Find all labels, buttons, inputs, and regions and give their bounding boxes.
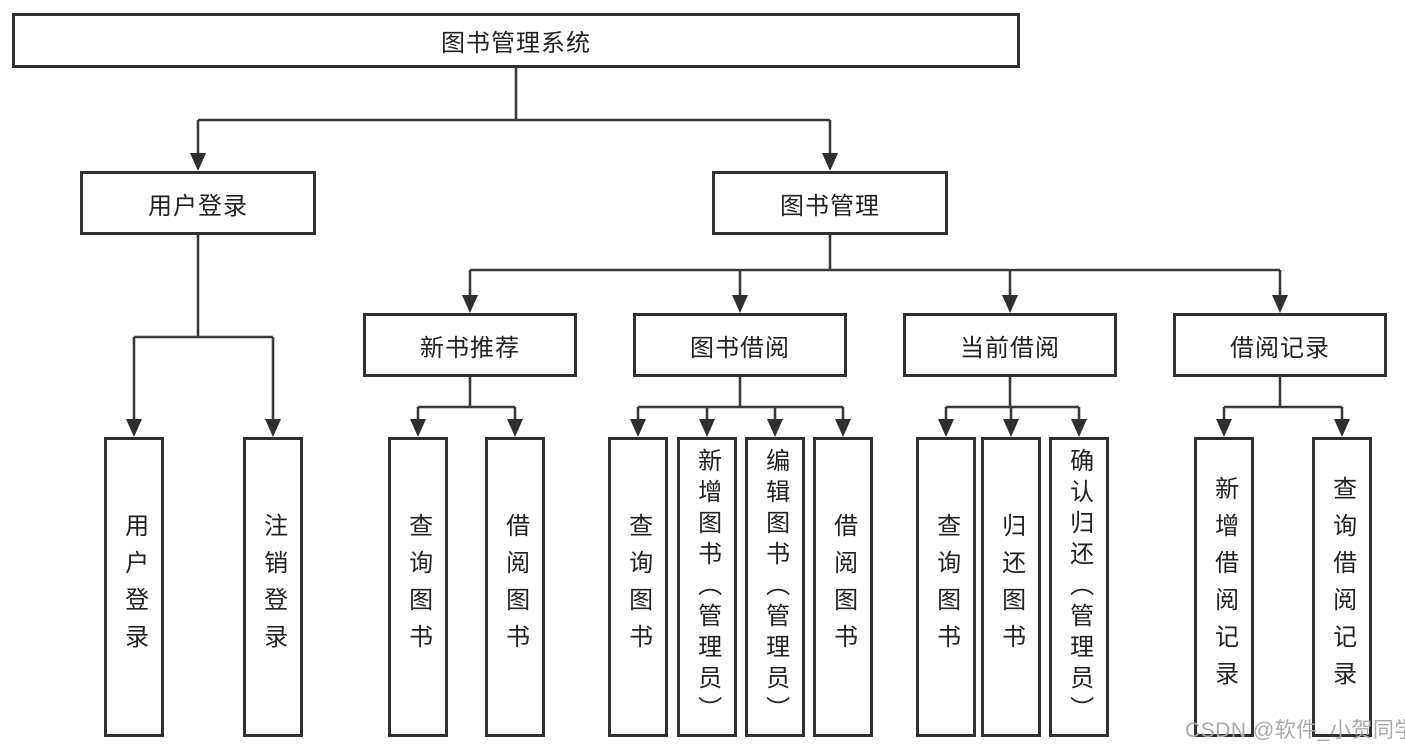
node-leaf-return-books: 归还图书 [981,437,1041,737]
arrow-down-icon [699,419,715,437]
node-leaf-borrow-books-recommend: 借阅图书 [485,437,545,737]
arrow-down-icon [1272,295,1288,313]
arrow-down-icon [822,153,838,171]
node-root: 图书管理系统 [12,13,1020,68]
connector-current-borrowing [944,377,1081,421]
node-current-borrowing: 当前借阅 [903,313,1117,377]
node-leaf-add-book-admin-label: 新增图书（管理员） [693,447,721,727]
node-borrowing-records: 借阅记录 [1173,313,1387,377]
arrow-down-icon [1334,419,1350,437]
node-leaf-edit-book-admin: 编辑图书（管理员） [745,437,805,737]
node-leaf-query-books-borrowing-label: 查询图书 [624,513,652,661]
connector-book-management [468,235,1282,297]
node-leaf-borrow-books-recommend-label: 借阅图书 [501,513,529,661]
arrow-down-icon [410,419,426,437]
node-book-borrowing: 图书借阅 [633,313,847,377]
arrow-down-icon [938,419,954,437]
node-book-management: 图书管理 [712,171,948,235]
node-leaf-confirm-return-admin: 确认归还（管理员） [1049,437,1109,737]
node-leaf-query-borrow-record-label: 查询借阅记录 [1328,476,1356,698]
node-current-borrowing-label: 当前借阅 [960,334,1060,362]
node-new-book-recommend: 新书推荐 [363,313,577,377]
arrow-down-icon [1071,419,1087,437]
arrow-down-icon [1216,419,1232,437]
node-new-book-recommend-label: 新书推荐 [420,334,520,362]
arrow-down-icon [507,419,523,437]
connector-borrowing-records [1222,377,1344,421]
connector-new-book-recommend [416,377,517,421]
node-leaf-return-books-label: 归还图书 [997,513,1025,661]
arrow-down-icon [767,419,783,437]
arrow-down-icon [1003,419,1019,437]
arrow-down-icon [1002,295,1018,313]
connector-book-borrowing [636,377,845,421]
arrow-down-icon [732,295,748,313]
node-leaf-add-borrow-record: 新增借阅记录 [1194,437,1254,737]
node-user-login: 用户登录 [80,171,316,235]
arrow-down-icon [462,295,478,313]
arrow-down-icon [265,419,281,437]
connector-user-login [132,235,275,421]
node-leaf-borrow-books: 借阅图书 [813,437,873,737]
arrowheads [126,153,1350,437]
node-leaf-confirm-return-admin-label: 确认归还（管理员） [1065,447,1093,727]
arrow-down-icon [630,419,646,437]
node-user-login-label: 用户登录 [148,192,248,220]
arrow-down-icon [835,419,851,437]
node-leaf-query-borrow-record: 查询借阅记录 [1312,437,1372,737]
node-leaf-user-login-label: 用户登录 [120,513,148,661]
node-leaf-user-login: 用户登录 [104,437,164,737]
node-book-management-label: 图书管理 [780,192,880,220]
node-leaf-logout-label: 注销登录 [259,513,287,661]
node-borrowing-records-label: 借阅记录 [1230,334,1330,362]
node-leaf-query-books-recommend: 查询图书 [388,437,448,737]
node-leaf-edit-book-admin-label: 编辑图书（管理员） [761,447,789,727]
csdn-watermark: CSDN @软件_小贺同学 [1185,719,1405,742]
connector-root [196,68,832,155]
node-root-label: 图书管理系统 [441,30,591,57]
arrow-down-icon [126,419,142,437]
node-leaf-query-books-current: 查询图书 [916,437,976,737]
node-leaf-logout: 注销登录 [243,437,303,737]
node-book-borrowing-label: 图书借阅 [690,334,790,362]
arrow-down-icon [190,153,206,171]
node-leaf-query-books-recommend-label: 查询图书 [404,513,432,661]
node-leaf-add-borrow-record-label: 新增借阅记录 [1210,476,1238,698]
node-leaf-query-books-current-label: 查询图书 [932,513,960,661]
node-leaf-query-books-borrowing: 查询图书 [608,437,668,737]
node-leaf-add-book-admin: 新增图书（管理员） [677,437,737,737]
node-leaf-borrow-books-label: 借阅图书 [829,513,857,661]
